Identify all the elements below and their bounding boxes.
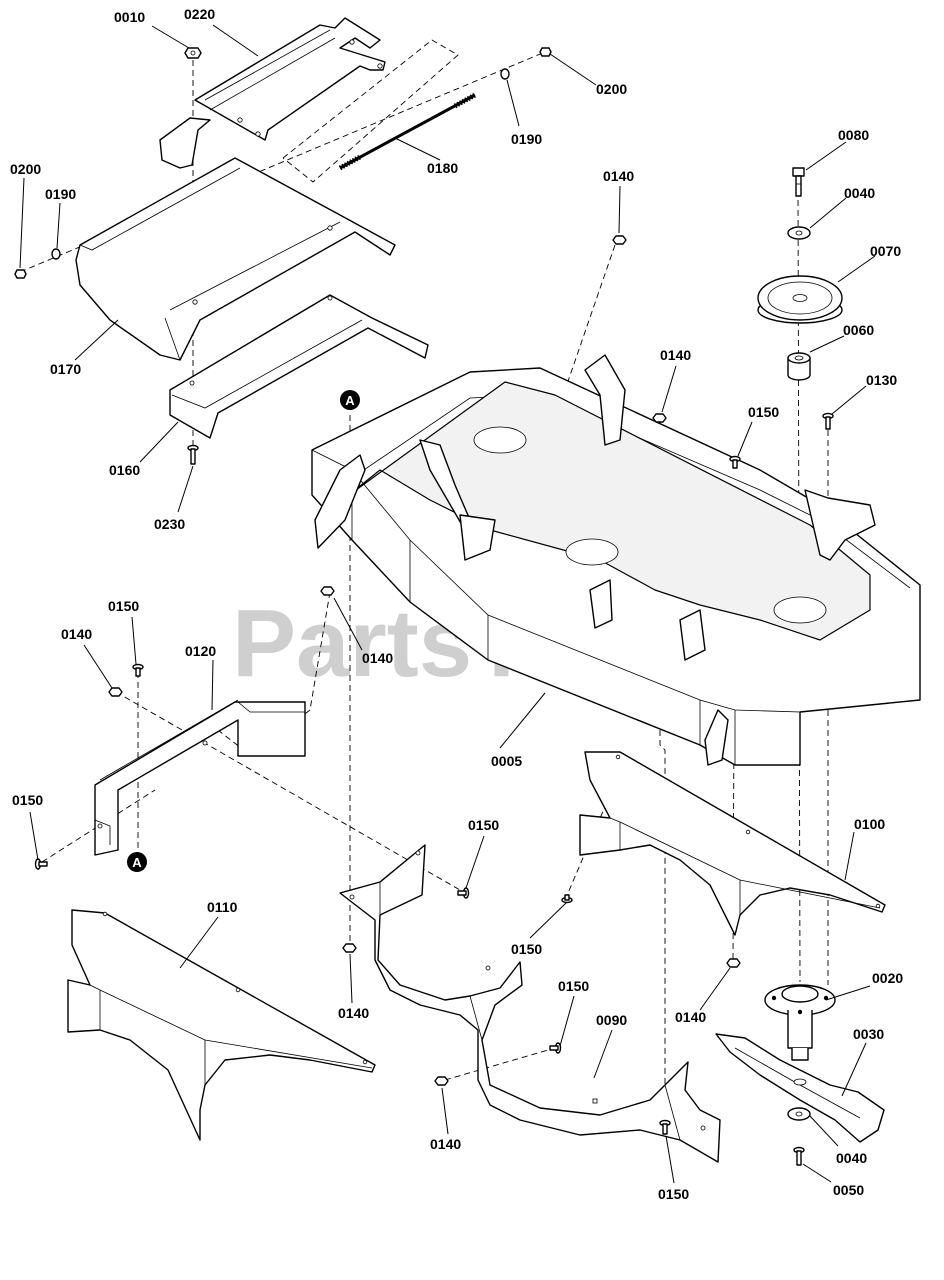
callout-0140: 0140 [603,168,634,184]
callout-0200: 0200 [596,81,627,97]
cover-0170 [75,157,396,361]
callout-0100: 0100 [854,816,885,832]
nut-0140-d [108,687,123,697]
callout-0150: 0150 [748,404,779,420]
bolt-0150-c [34,858,48,870]
callout-0020: 0020 [872,970,903,986]
callout-0150: 0150 [468,817,499,833]
bracket-0120 [94,699,306,856]
callout-0190: 0190 [511,131,542,147]
callout-0130: 0130 [866,372,897,388]
rod-0180 [338,92,477,171]
bolt-0150-f [549,1042,562,1054]
bolt-0150-d [457,887,470,899]
callout-0140: 0140 [362,650,393,666]
callout-0030: 0030 [853,1026,884,1042]
washer-0040-top [787,226,811,240]
callout-0080: 0080 [838,127,869,143]
callout-0170: 0170 [50,361,81,377]
nut-0140-e [342,943,357,953]
callout-0140: 0140 [430,1136,461,1152]
bolt-0050 [793,1146,805,1166]
callout-0140: 0140 [675,1009,706,1025]
nut-0010 [184,47,202,59]
bolt-0150-g [659,1119,671,1135]
callout-0150: 0150 [558,978,589,994]
baffle-0090 [339,844,721,1163]
callout-0010: 0010 [114,9,145,25]
callout-0150: 0150 [658,1186,689,1202]
callout-0090: 0090 [596,1012,627,1028]
callout-0060: 0060 [843,322,874,338]
svg-text:A: A [345,393,355,408]
washer-0190-right [500,68,510,80]
washer-0040-bottom [787,1107,811,1121]
nut-0200-right [539,47,552,57]
callout-0140: 0140 [660,347,691,363]
marker-a-bottom: A [127,852,147,872]
nut-0140-c [320,586,335,596]
callout-0150: 0150 [511,941,542,957]
callout-0160: 0160 [109,462,140,478]
spindle-0020 [764,984,836,1061]
callout-0070: 0070 [870,243,901,259]
washer-0190-left [51,248,61,260]
bolt-0080 [792,167,805,197]
callout-0180: 0180 [427,160,458,176]
callout-0190: 0190 [45,186,76,202]
callout-0230: 0230 [154,516,185,532]
plate-0160 [169,294,429,439]
baffle-0110 [67,909,376,1141]
nut-0200-left [14,269,27,279]
nut-0140-g [434,1076,449,1086]
bolt-0150-e [561,894,573,904]
deck-0005 [311,354,921,766]
bolt-0230 [187,444,199,465]
callout-0050: 0050 [833,1182,864,1198]
small-hardware [34,235,834,1135]
callout-0040: 0040 [844,185,875,201]
callout-0040: 0040 [836,1150,867,1166]
callout-0200: 0200 [10,161,41,177]
callout-0120: 0120 [185,643,216,659]
callout-0140: 0140 [61,626,92,642]
callout-0220: 0220 [184,6,215,22]
spacer-0060 [787,352,811,381]
callout-0150: 0150 [12,792,43,808]
callout-0005: 0005 [491,753,522,769]
callout-labels: 0010 0220 0200 0190 0180 0200 0190 0170 … [10,6,903,1202]
pulley-0070 [757,275,843,324]
leader-lines [19,24,876,1184]
callout-0150: 0150 [108,598,139,614]
bolt-0150-a [729,455,741,469]
nut-0140-b [652,413,667,423]
bracket-0220 [159,17,386,169]
bolt-0150-b [132,663,144,677]
blade-0030 [715,1033,885,1143]
nut-0140-f [726,958,741,968]
bolt-0130 [822,412,834,430]
svg-text:A: A [132,855,142,870]
marker-a-top: A [340,390,360,410]
callout-0110: 0110 [207,899,238,915]
nut-0140-a [612,235,627,245]
baffle-0100 [579,751,886,936]
callout-0140: 0140 [338,1005,369,1021]
